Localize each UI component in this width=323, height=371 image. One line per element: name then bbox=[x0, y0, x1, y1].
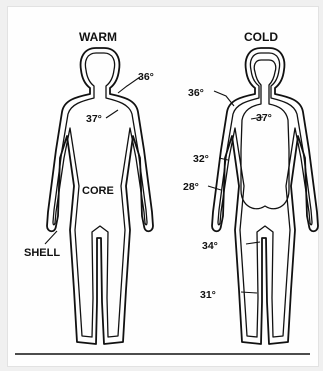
warm-core-temp-leader bbox=[106, 110, 118, 118]
cold-title: COLD bbox=[244, 30, 278, 44]
warm-core-temp: 37° bbox=[86, 113, 102, 125]
cold-core-temp: 37° bbox=[256, 112, 272, 124]
cold-thigh-temp-leader bbox=[246, 242, 260, 244]
cold-shell-inner-line bbox=[218, 53, 312, 337]
cold-figure bbox=[212, 48, 318, 344]
shell-label-leader bbox=[45, 231, 57, 244]
cold-body-outline bbox=[212, 48, 318, 344]
cold-forearm-temp-leader bbox=[208, 186, 221, 190]
warm-shell-temp-leader bbox=[118, 77, 140, 93]
cold-forearm-temp: 28° bbox=[183, 181, 199, 193]
cold-shoulder-temp: 36° bbox=[188, 87, 204, 99]
cold-thigh-temp: 34° bbox=[202, 240, 218, 252]
cold-lower-leg-temp-leader bbox=[241, 292, 257, 293]
cold-lower-leg-temp: 31° bbox=[200, 289, 216, 301]
shell-label: SHELL bbox=[24, 247, 60, 259]
cold-core-region bbox=[241, 60, 289, 209]
core-label: CORE bbox=[82, 185, 114, 197]
warm-shell-temp: 36° bbox=[138, 71, 154, 83]
cold-upper-arm-temp: 32° bbox=[193, 153, 209, 165]
warm-title: WARM bbox=[79, 30, 117, 44]
